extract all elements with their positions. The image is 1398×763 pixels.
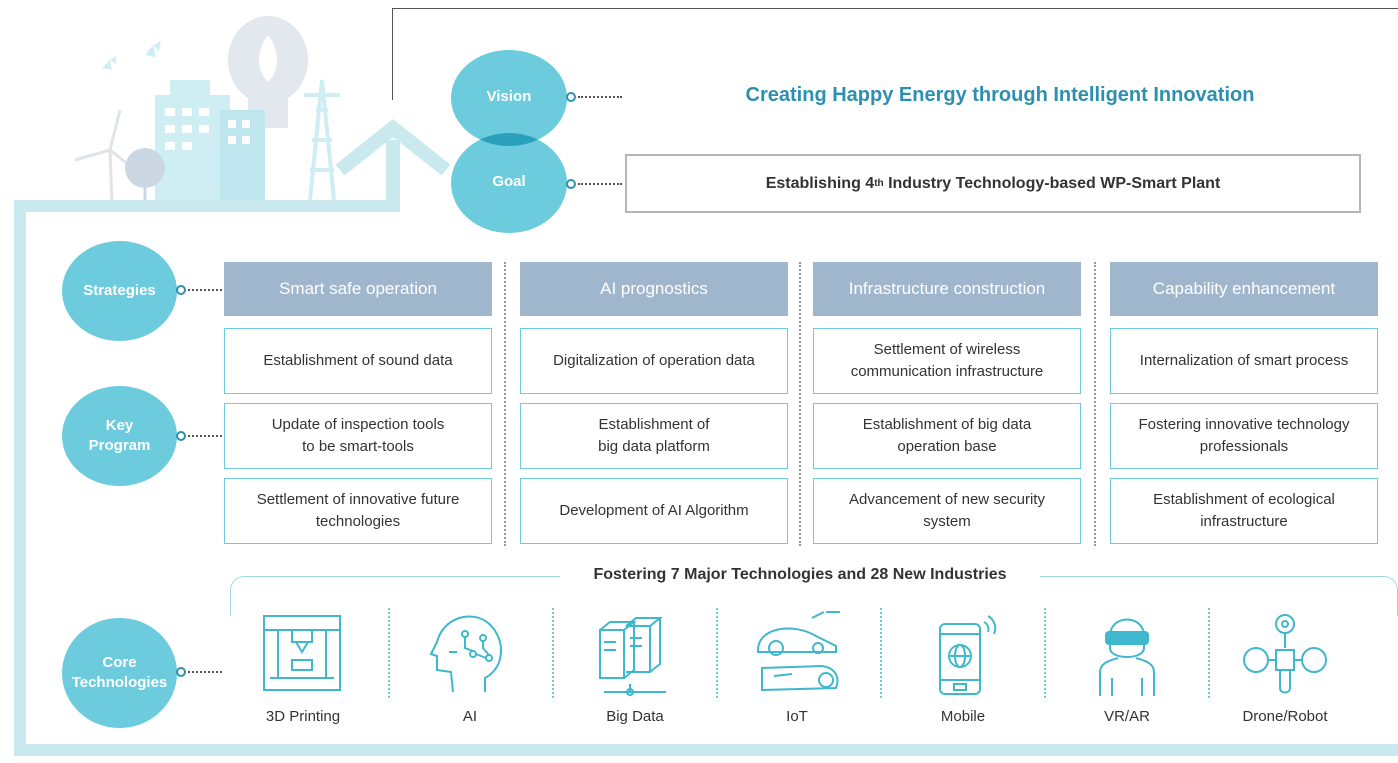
tech-separator [552,608,554,698]
vision-connector-line [578,96,622,98]
program-item: Establishment of big data operation base [813,403,1081,469]
goal-text-after: Industry Technology-based WP-Smart Plant [883,174,1221,192]
strategy-smart-safe-operation: Smart safe operation [224,262,492,316]
vision-circle: Vision [451,50,567,146]
tech-separator [1044,608,1046,698]
ai-head-icon [429,615,502,693]
program-item: Update of inspection tools to be smart-t… [224,403,492,469]
strategies-connector-line [188,289,222,291]
program-item: Advancement of new security system [813,478,1081,544]
smartphone-icon [939,615,997,695]
program-item: Development of AI Algorithm [520,478,788,544]
top-frame-vertical [392,8,393,100]
program-item: Internalization of smart process [1110,328,1378,394]
tech-separator [1208,608,1210,698]
goal-connector-dot [566,179,576,189]
strategy-infrastructure-construction: Infrastructure construction [813,262,1081,316]
strategy-capability-enhancement: Capability enhancement [1110,262,1378,316]
key-program-label: Key Program [88,417,151,454]
frame-top-left [14,200,400,212]
goal-text-before: Establishing 4 [765,174,875,192]
program-item: Establishment of ecological infrastructu… [1110,478,1378,544]
tech-label: VR/AR [1104,708,1150,725]
strategy-ai-prognostics: AI prognostics [520,262,788,316]
core-technologies-circle: Core Technologies [62,618,177,728]
column-separator [799,262,801,546]
column-separator [504,262,506,546]
tech-label: AI [462,708,478,725]
core-title: Fostering 7 Major Technologies and 28 Ne… [560,566,1040,584]
key-program-circle: Key Program [62,386,177,486]
tech-separator [388,608,390,698]
program-item: Settlement of innovative future technolo… [224,478,492,544]
drone-icon [1243,614,1327,694]
key-program-connector-dot [176,431,186,441]
program-item: Fostering innovative technology professi… [1110,403,1378,469]
frame-bottom [14,744,1398,756]
vision-label-overlay: Vision [486,88,532,105]
3d-printer-icon [263,615,341,691]
program-item: Establishment of sound data [224,328,492,394]
goal-label-overlay: Goal [492,173,526,190]
top-frame-line [392,8,1398,9]
tech-separator [880,608,882,698]
tech-label: 3D Printing [265,708,341,725]
tech-label: Mobile [940,708,986,725]
strategies-connector-dot [176,285,186,295]
tech-label: IoT [786,708,808,725]
core-connector-line [188,671,222,673]
goal-circle: Goal [451,133,567,233]
vr-headset-icon [1099,618,1155,696]
smart-car-icon [757,611,840,692]
tech-separator [716,608,718,698]
tech-label: Drone/Robot [1242,708,1328,725]
vision-goal-overlap [451,133,567,146]
program-item: Settlement of wireless communication inf… [813,328,1081,394]
program-item: Establishment of big data platform [520,403,788,469]
server-icon [599,617,666,696]
vision-text: Creating Happy Energy through Intelligen… [745,84,1255,106]
program-item: Digitalization of operation data [520,328,788,394]
frame-left [14,200,26,756]
city-illustration [74,16,340,206]
key-program-connector-line [188,435,222,437]
tech-label: Big Data [606,708,664,725]
strategies-circle: Strategies [62,241,177,341]
goal-text-sup: th [874,178,884,189]
frame-arrow-shaft [386,140,400,212]
core-connector-dot [176,667,186,677]
column-separator [1094,262,1096,546]
core-technologies-label: Core Technologies [71,654,168,691]
frame-arrow-head [335,119,451,176]
vision-connector-dot [566,92,576,102]
goal-connector-line [578,183,622,185]
strategies-label: Strategies [83,282,156,299]
